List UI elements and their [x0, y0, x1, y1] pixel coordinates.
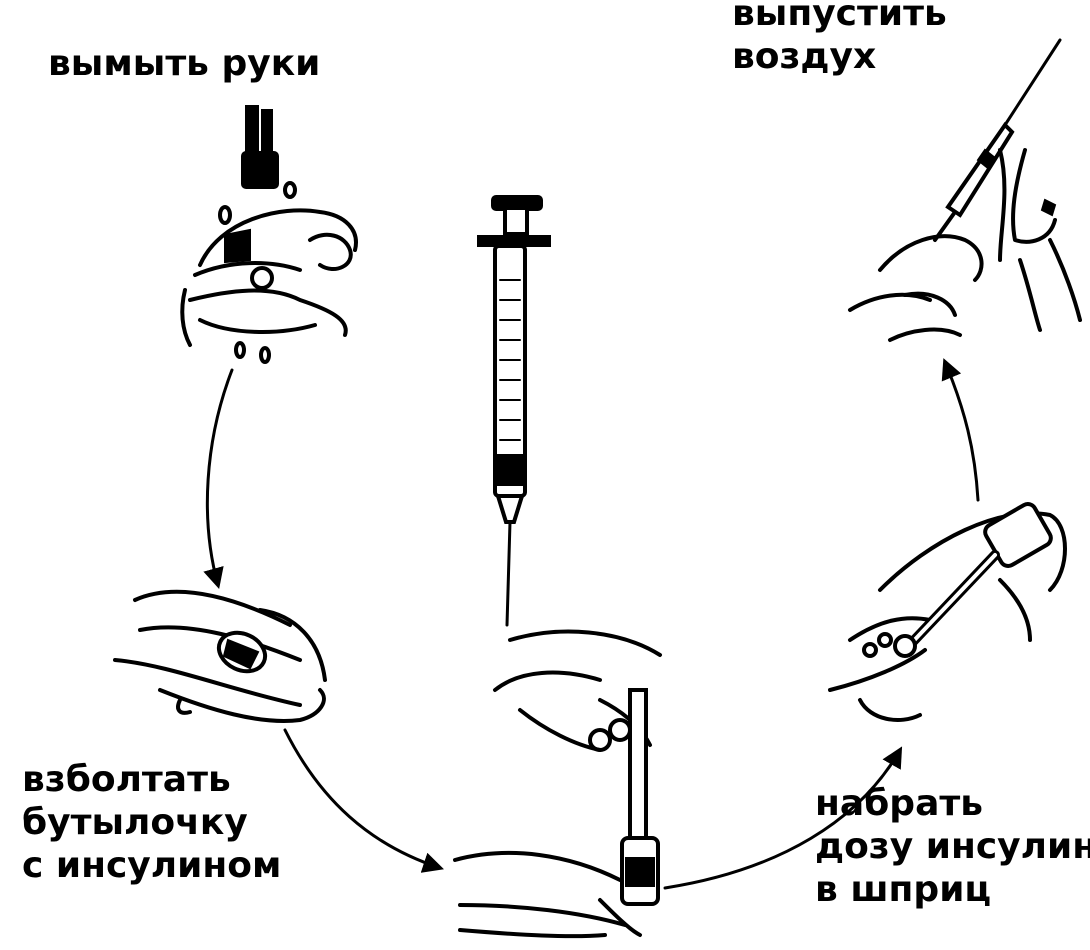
step-label-wash-hands: вымыть руки [48, 42, 320, 85]
step-label-shake-vial: взболтать бутылочку с инсулином [22, 758, 281, 887]
step-label-line: выпустить [732, 0, 947, 34]
step-label-line: бутылочку [22, 802, 248, 843]
arrow-wash-to-shake [203, 368, 234, 590]
step-label-release-air: выпустить воздух [732, 0, 947, 78]
drawing-insulin-hands-icon [453, 629, 662, 939]
step-label-line: дозу инсулина [815, 826, 1090, 867]
step-label-line: взболтать [22, 759, 231, 800]
expelling-hand-icon [828, 502, 1067, 722]
tapping-syringe-icon [848, 38, 1082, 342]
step-label-line: воздух [732, 36, 877, 77]
step-label-line: с инсулином [22, 845, 282, 886]
arrow-expel-to-air [941, 358, 980, 502]
shaking-vial-hands-icon [113, 589, 327, 723]
step-label-line: вымыть руки [48, 43, 321, 84]
step-label-line: в шприц [815, 869, 992, 910]
syringe-icon [477, 195, 551, 627]
step-label-line: набрать [815, 783, 983, 824]
arrow-shake-to-draw [283, 728, 444, 873]
arrow-draw-to-expel [663, 746, 903, 890]
washing-hands-icon [180, 105, 358, 364]
step-label-draw-dose: набрать дозу инсулина в шприц [815, 782, 1090, 911]
